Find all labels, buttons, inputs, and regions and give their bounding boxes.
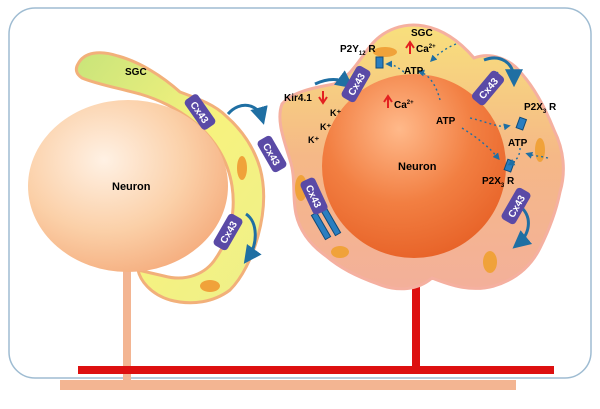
calcium-neuron-sup: 2+ <box>407 100 414 106</box>
potassium-label: K⁺ <box>320 122 331 132</box>
left-axon-vertical <box>123 260 131 385</box>
left-sgc-nucleus <box>237 156 247 180</box>
potassium-label: K⁺ <box>330 108 341 118</box>
right-axon-vertical <box>412 238 420 370</box>
calcium-sgc-group: Ca2+ <box>405 40 436 55</box>
p2x3-receptor-marker-top <box>515 116 528 131</box>
right-sgc-nucleus <box>535 138 545 162</box>
p2y12-receptor-label: P2Y12 R <box>340 44 376 57</box>
left-sgc-nucleus <box>200 280 220 292</box>
atp-label: ATP <box>436 116 456 127</box>
right-sgc-nucleus <box>373 47 397 57</box>
calcium-sgc-sup: 2+ <box>429 44 436 50</box>
kir-label: Kir4.1 <box>284 93 312 104</box>
p2y12-receptor-marker <box>375 56 384 69</box>
right-neuron-label: Neuron <box>398 161 437 173</box>
right-sgc-label: SGC <box>411 28 433 39</box>
svg-text:Ca2+: Ca2+ <box>394 100 414 111</box>
potassium-label: K⁺ <box>308 135 319 145</box>
left-neuron-body <box>28 100 228 272</box>
right-sgc-nucleus <box>483 251 497 273</box>
calcium-neuron-group: Ca2+ <box>383 94 414 111</box>
left-axon-horizontal <box>60 380 516 390</box>
svg-text:Ca2+: Ca2+ <box>416 44 436 55</box>
atp-label: ATP <box>508 138 528 149</box>
up-arrow-icon <box>405 40 415 54</box>
right-sgc-nucleus <box>331 246 349 258</box>
kir-channel <box>310 207 342 241</box>
calcium-neuron-label: Ca <box>394 100 407 111</box>
up-arrow-icon <box>383 94 393 108</box>
gap-junction-arrows <box>226 56 533 264</box>
down-arrow-icon <box>318 91 328 105</box>
p2x3-receptor-label-top: P2X3 R <box>524 102 557 115</box>
calcium-sgc-label: Ca <box>416 44 429 55</box>
right-axon-horizontal <box>78 366 554 374</box>
atp-label: ATP <box>404 66 424 77</box>
left-sgc-label: SGC <box>125 67 147 78</box>
right-neuron-body <box>322 74 506 258</box>
p2x3-receptor-label-bottom: P2X3 R <box>482 176 515 189</box>
left-neuron-label: Neuron <box>112 181 151 193</box>
